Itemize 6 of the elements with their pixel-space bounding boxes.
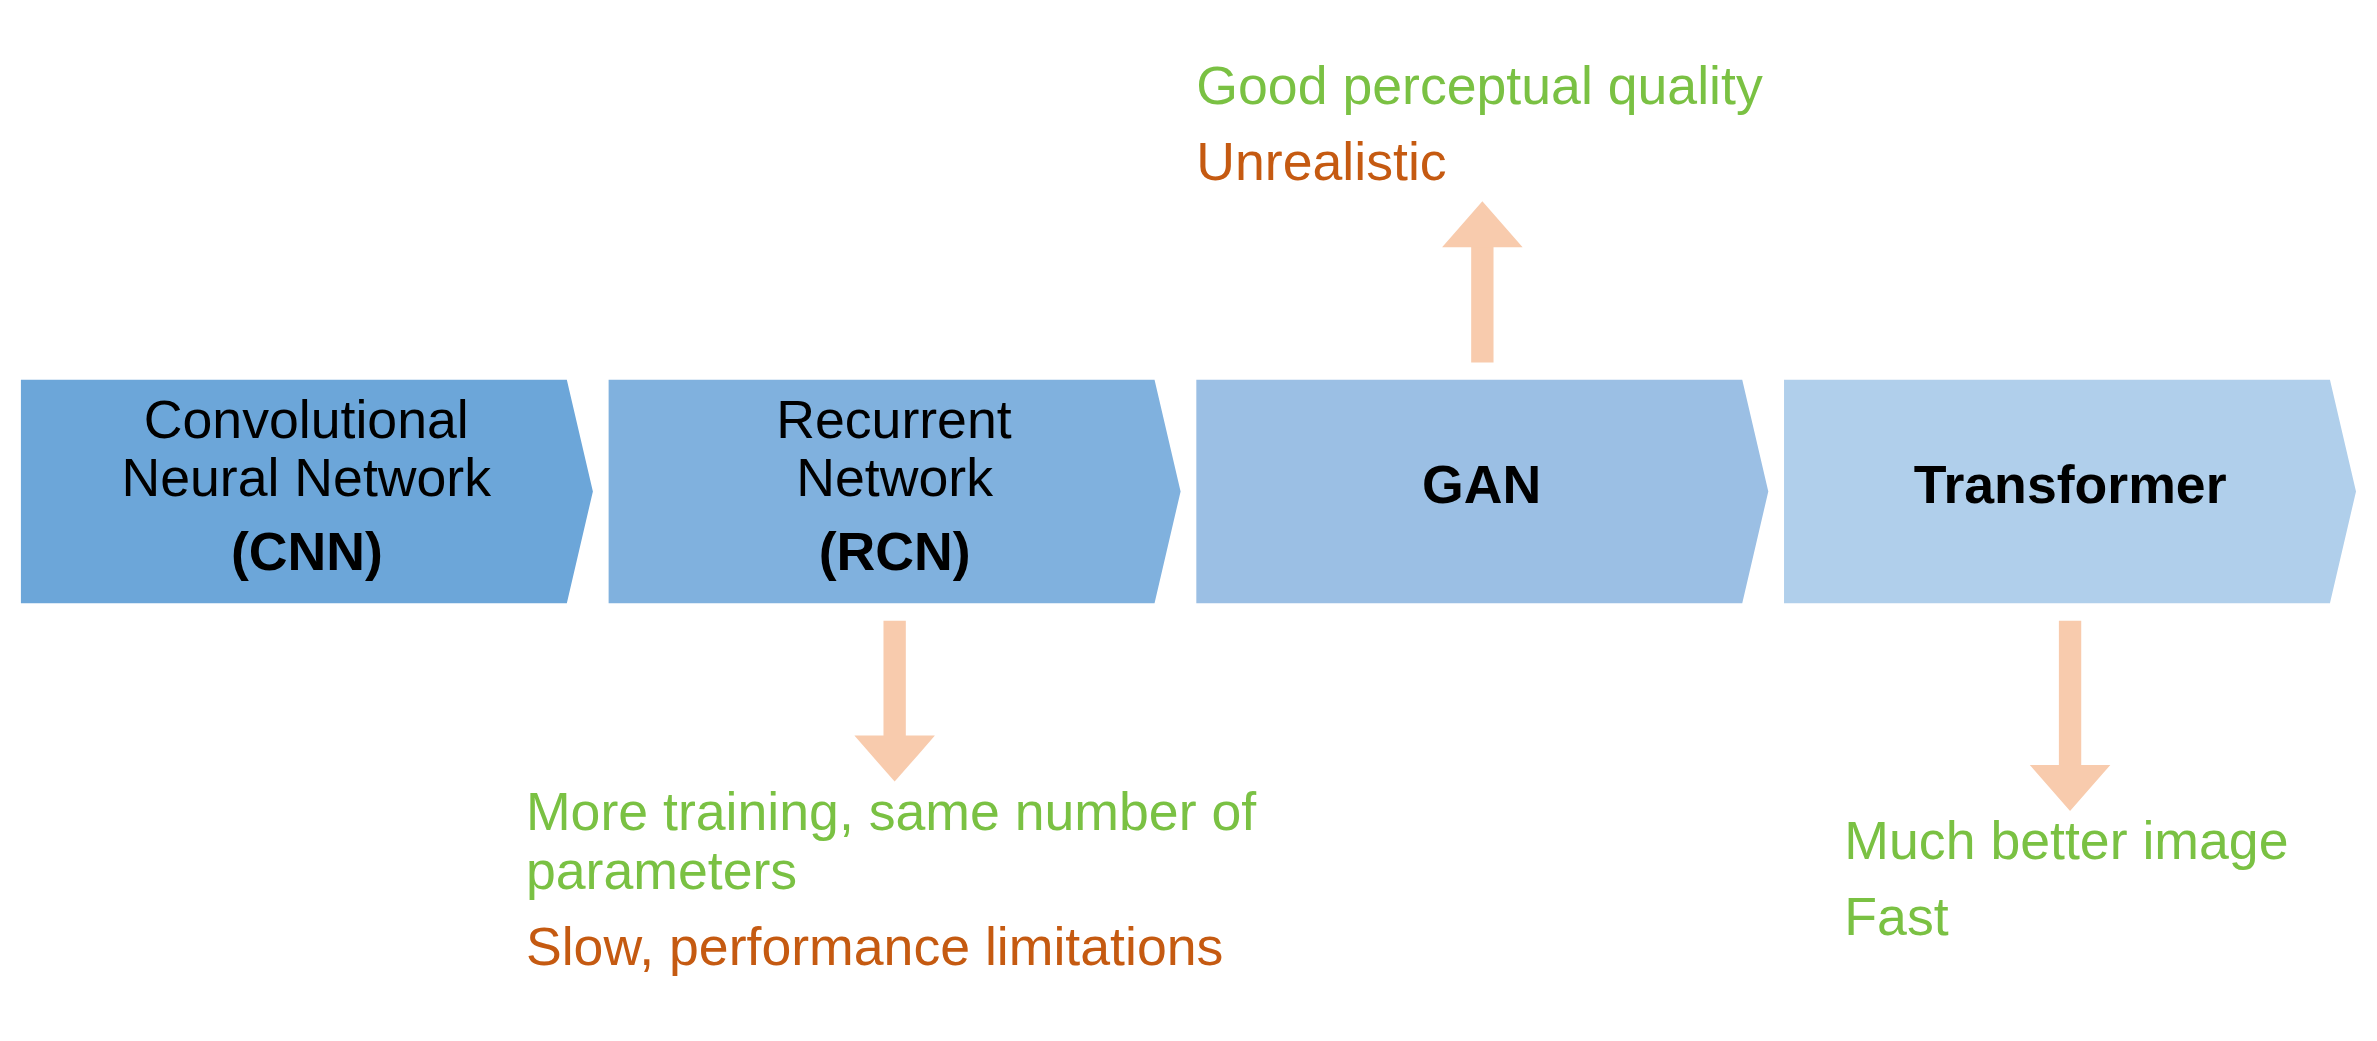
arrow xyxy=(1442,201,1523,363)
arrow xyxy=(2029,620,2111,811)
node-text: Much better image Fast xyxy=(1844,810,2289,947)
node-text: Good perceptual quality Unrealistic xyxy=(1196,55,1763,192)
arrow xyxy=(854,620,935,782)
node-text: More training, same number of parameters Slow, performance limitations xyxy=(525,781,1257,976)
